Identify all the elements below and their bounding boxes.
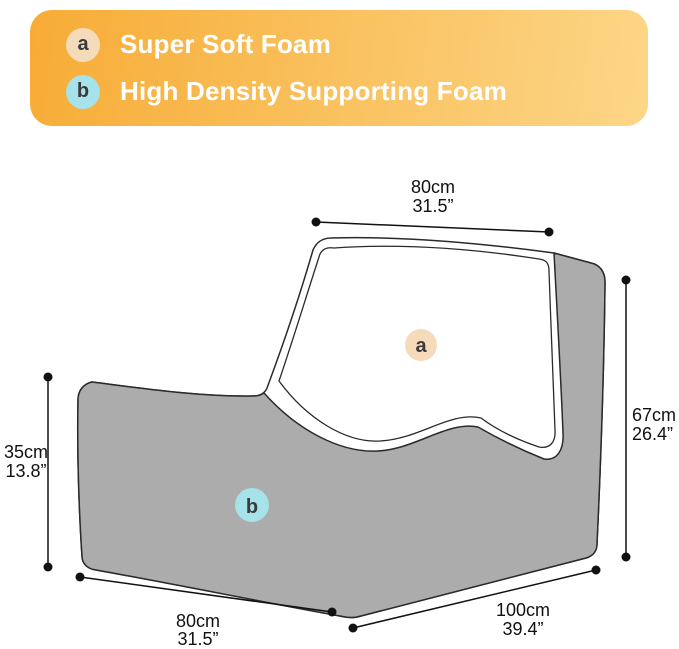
foam-b-badge: b — [66, 74, 100, 109]
foam-b-marker-circle — [235, 488, 269, 522]
cushion-inner-line — [278, 245, 556, 449]
dimension-right-height: 67cm 26.4” — [621, 275, 676, 562]
dimension-line — [79, 576, 333, 613]
dimension-dot — [43, 372, 53, 382]
foam-a-marker-letter: a — [415, 335, 427, 357]
legend-banner: a Super Soft Foam b High Density Support… — [30, 10, 648, 126]
dimension-imperial-label: 31.5” — [177, 629, 218, 649]
dimension-dot — [311, 217, 321, 227]
dimension-line — [315, 221, 550, 233]
legend-label-b: High Density Supporting Foam — [120, 76, 507, 106]
dimension-imperial-label: 39.4” — [502, 619, 543, 639]
dimension-dot — [43, 562, 53, 572]
dimension-bottom-left: 80cm 31.5” — [75, 572, 337, 649]
dimension-metric-label: 35cm — [4, 442, 48, 462]
foam-b-marker: b — [235, 488, 269, 522]
foam-a-badge: a — [66, 27, 100, 62]
foam-a-marker: a — [405, 329, 437, 361]
foam-a-marker-circle — [405, 329, 437, 361]
dimension-dot — [75, 572, 85, 582]
foam-b-marker-letter: b — [246, 496, 258, 518]
dimension-dot — [348, 623, 358, 633]
dimension-imperial-label: 26.4” — [632, 424, 673, 444]
dimension-bottom-right: 100cm 39.4” — [348, 565, 601, 639]
dimension-dot — [621, 552, 631, 562]
dimension-line — [352, 569, 597, 629]
legend-item-b: b High Density Supporting Foam — [66, 74, 648, 109]
chair-base-foam — [76, 252, 606, 619]
dimension-metric-label: 80cm — [411, 177, 455, 197]
dimension-dot — [327, 607, 337, 617]
dimension-left-height: 35cm 13.8” — [4, 372, 53, 572]
dimension-top-width: 80cm 31.5” — [311, 177, 554, 237]
legend-item-a: a Super Soft Foam — [66, 27, 648, 62]
dimension-imperial-label: 13.8” — [5, 461, 46, 481]
dimension-dot — [621, 275, 631, 285]
legend-label-a: Super Soft Foam — [120, 29, 332, 59]
dimension-metric-label: 80cm — [176, 611, 220, 631]
dimension-dot — [591, 565, 601, 575]
dimension-metric-label: 67cm — [632, 405, 676, 425]
dimension-dot — [544, 227, 554, 237]
dimension-imperial-label: 31.5” — [412, 196, 453, 216]
dimension-metric-label: 100cm — [496, 600, 550, 620]
